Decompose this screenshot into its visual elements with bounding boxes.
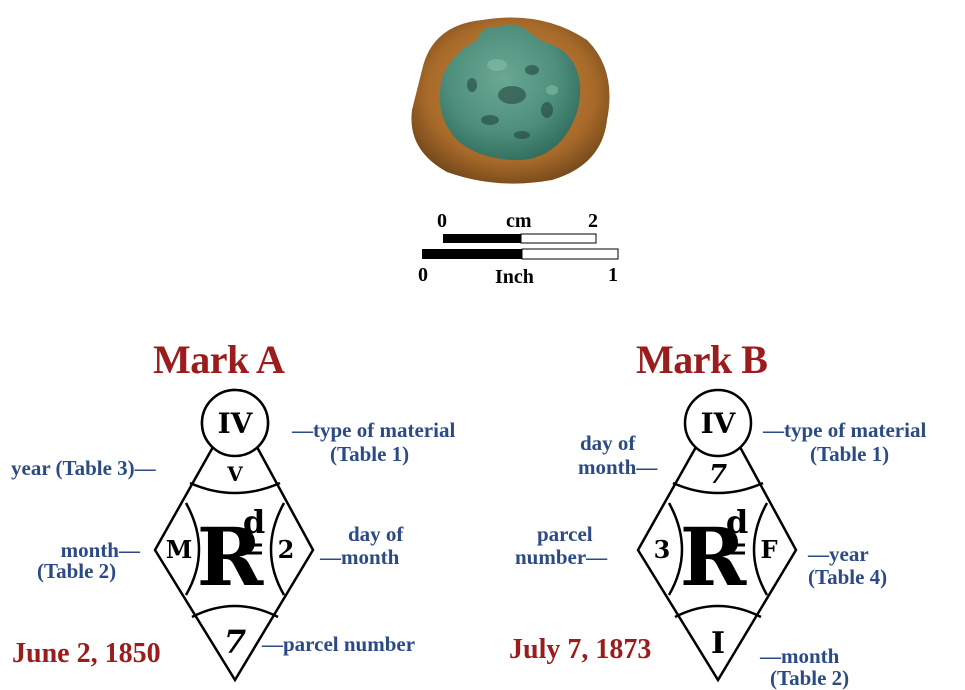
cm-start-label: 0 — [437, 211, 447, 231]
mark-b-material-label-2: (Table 1) — [810, 443, 889, 465]
inch-start-label: 0 — [418, 265, 428, 285]
mark-b-title: Mark B — [636, 340, 767, 380]
mark-b-day-label-1: day of — [580, 432, 635, 454]
mark-a-month-label-1: month— — [40, 539, 140, 561]
mark-b-day-label-2: month— — [578, 456, 657, 478]
mark-b-material-code: IV — [701, 407, 737, 440]
mark-a-day-label-2: —month — [320, 546, 399, 568]
scale-bar: 0 cm 2 0 Inch 1 — [410, 205, 630, 285]
artifact-photo — [402, 0, 622, 190]
mark-a-year-code: V — [226, 462, 243, 486]
cm-unit-label: cm — [506, 211, 532, 231]
mark-b-date: July 7, 1873 — [509, 636, 651, 664]
mark-b-parcel-label-2: number— — [515, 546, 607, 568]
mark-a-month-label-2: (Table 2) — [37, 560, 116, 582]
mark-a-parcel-code: 7 — [224, 623, 246, 661]
mark-b-year-label-2: (Table 4) — [808, 566, 887, 588]
mark-a-rd-d: d — [243, 503, 265, 541]
scale-bars — [410, 231, 630, 261]
mark-b-month-code: I — [711, 626, 725, 661]
mark-b-year-code: F — [760, 535, 777, 564]
inch-unit-label: Inch — [495, 267, 534, 287]
mark-a-material-label-2: (Table 1) — [330, 443, 409, 465]
mark-b-year-label-1: —year — [808, 543, 869, 565]
mark-a-material-label-1: —type of material — [292, 419, 455, 441]
mark-a-month-code: M — [166, 535, 193, 564]
mark-b-parcel-code: 3 — [654, 535, 671, 564]
mark-b-parcel-label-1: parcel — [537, 523, 593, 545]
mark-a-material-code: IV — [218, 407, 254, 440]
mark-a-date: June 2, 1850 — [12, 640, 161, 668]
mark-a-parcel-label: —parcel number — [262, 633, 415, 655]
cm-end-label: 2 — [588, 211, 598, 231]
mark-a-day-label-1: day of — [348, 523, 403, 545]
inch-end-label: 1 — [608, 265, 618, 285]
mark-b-month-label-2: (Table 2) — [770, 667, 849, 689]
mark-b-material-label-1: —type of material — [763, 419, 926, 441]
mark-b-day-code: 7 — [709, 460, 727, 490]
mark-b-month-label-1: —month — [760, 645, 839, 667]
mark-a-year-label: year (Table 3)— — [11, 457, 156, 479]
mark-a-day-code: 2 — [278, 535, 295, 564]
mark-b-rd-d: d — [726, 503, 748, 541]
mark-a-title: Mark A — [153, 340, 284, 380]
